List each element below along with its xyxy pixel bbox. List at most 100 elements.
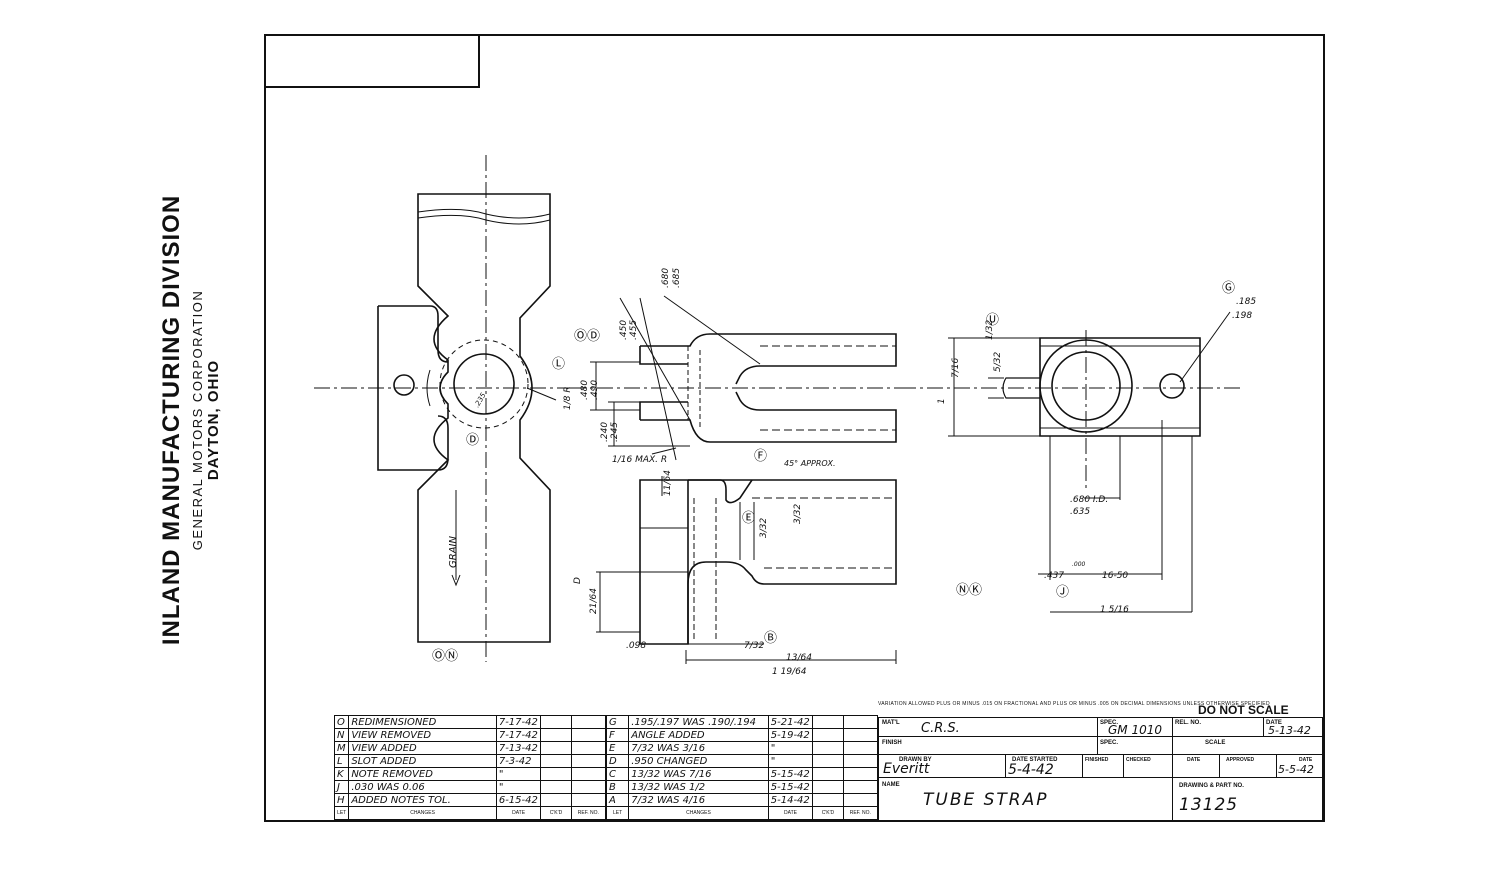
finish-cell: FINISH xyxy=(878,736,1098,755)
revision-ckd xyxy=(540,793,572,807)
revision-row: D.950 CHANGED" xyxy=(605,754,879,768)
dim-450: .450 xyxy=(619,320,629,340)
revision-header-changes: CHANGES xyxy=(628,806,769,820)
revision-change: 13/32 WAS 7/16 xyxy=(628,767,769,781)
matl-label: MAT'L xyxy=(882,720,900,726)
part-no-cell: DRAWING & PART NO. 13125 xyxy=(1172,777,1323,821)
spec-cell: SPEC. GM 1010 xyxy=(1097,717,1173,737)
revision-header-ref: REF. NO. xyxy=(570,806,607,820)
date-started-value: 5-4-42 xyxy=(1008,762,1054,778)
revision-date: 5-15-42 xyxy=(767,767,814,781)
dim-198: .198 xyxy=(1232,311,1252,321)
revision-change: .030 WAS 0.06 xyxy=(348,780,497,794)
marker-od: ⓄⒹ xyxy=(574,329,600,344)
revision-date: 7-17-42 xyxy=(495,728,542,742)
part-no-value: 13125 xyxy=(1179,795,1239,815)
part-no-label: DRAWING & PART NO. xyxy=(1179,783,1244,789)
side-view xyxy=(570,295,910,461)
revision-ref xyxy=(570,767,607,781)
drawn-by-value: Everitt xyxy=(883,761,930,777)
revision-ref xyxy=(570,715,607,729)
revision-header-date: DATE xyxy=(495,806,542,820)
date-started-cell: DATE STARTED 5-4-42 xyxy=(1005,754,1083,778)
marker-nk: ⓃⓀ xyxy=(956,583,982,598)
revision-ltr: G xyxy=(605,715,630,729)
date2-label: DATE xyxy=(1187,757,1201,763)
scale-cell: SCALE xyxy=(1172,736,1323,755)
approved-label: APPROVED xyxy=(1226,757,1255,763)
part-name-value: TUBE STRAP xyxy=(923,790,1049,810)
finish-label: FINISH xyxy=(882,740,902,746)
dim-11-64: 11/64 xyxy=(663,470,673,496)
revision-ckd xyxy=(540,741,572,755)
matl-value: C.R.S. xyxy=(921,721,960,736)
revision-change: .195/.197 WAS .190/.194 xyxy=(628,715,769,729)
dim-3-32-a: 3/32 xyxy=(759,518,769,538)
dim-480: .480 xyxy=(580,380,590,400)
dim-185: .185 xyxy=(1236,297,1256,307)
revision-ckd xyxy=(540,767,572,781)
revision-change: ADDED NOTES TOL. xyxy=(348,793,497,807)
dim-max-r: 1/16 MAX. R xyxy=(612,455,667,465)
dim-thread: 16-50 xyxy=(1102,571,1128,581)
finished-cell: FINISHED xyxy=(1082,754,1124,778)
revision-ltr: C xyxy=(605,767,630,781)
marker-d: Ⓓ xyxy=(466,433,479,448)
revision-ref xyxy=(570,793,607,807)
dim-7-32: 7/32 xyxy=(744,641,764,651)
dim-1: 1 xyxy=(937,398,947,404)
approved-cell: APPROVED xyxy=(1219,754,1277,778)
revision-row: J.030 WAS 0.06" xyxy=(333,780,607,794)
dim-240: .240 xyxy=(600,422,610,442)
dim-635: .635 xyxy=(1070,507,1090,517)
revision-change: NOTE REMOVED xyxy=(348,767,497,781)
revision-date: " xyxy=(495,767,542,781)
end-view xyxy=(900,311,1240,613)
revision-ref xyxy=(842,728,879,742)
revision-ckd xyxy=(812,741,844,755)
revision-date: 7-3-42 xyxy=(495,754,542,768)
date-started-label: DATE STARTED xyxy=(1012,757,1058,763)
revision-date: " xyxy=(767,754,814,768)
checked-cell: CHECKED xyxy=(1123,754,1173,778)
revision-change: 7/32 WAS 4/16 xyxy=(628,793,769,807)
revision-date: 5-21-42 xyxy=(767,715,814,729)
revision-header-date: DATE xyxy=(767,806,814,820)
revision-change: REDIMENSIONED xyxy=(348,715,497,729)
revision-ref xyxy=(842,793,879,807)
revision-header-ckd: C'K'D xyxy=(812,806,844,820)
scale-label: SCALE xyxy=(1205,740,1226,746)
dim-3-32-b: 3/32 xyxy=(793,504,803,524)
marker-e: Ⓔ xyxy=(742,511,755,526)
revision-date: " xyxy=(767,741,814,755)
revision-ref xyxy=(842,715,879,729)
revision-change: SLOT ADDED xyxy=(348,754,497,768)
drawing-sheet-border xyxy=(264,34,1325,822)
title-block: MAT'L C.R.S. SPEC. GM 1010 REL. NO. DATE… xyxy=(878,717,1323,821)
name-label: NAME xyxy=(882,782,900,788)
tolerance-note: VARIATION ALLOWED PLUS OR MINUS .015 ON … xyxy=(878,701,1270,707)
revision-ref xyxy=(570,754,607,768)
revision-date: " xyxy=(495,780,542,794)
revision-date: 5-19-42 xyxy=(767,728,814,742)
revision-date: 5-15-42 xyxy=(767,780,814,794)
front-view xyxy=(596,476,897,664)
marker-g: Ⓖ xyxy=(1222,281,1235,296)
revision-ltr: M xyxy=(333,741,350,755)
finished-label: FINISHED xyxy=(1085,757,1109,763)
revision-ref xyxy=(842,767,879,781)
marker-f: Ⓕ xyxy=(754,449,767,464)
marker-j: Ⓙ xyxy=(1056,585,1069,600)
dim-1-32: 1/32 xyxy=(985,320,995,340)
revision-ckd xyxy=(812,715,844,729)
date-value: 5-13-42 xyxy=(1268,724,1311,737)
marker-l: Ⓛ xyxy=(552,357,565,372)
revision-ckd xyxy=(812,754,844,768)
revision-change: 13/32 WAS 1/2 xyxy=(628,780,769,794)
spec2-label: SPEC. xyxy=(1100,740,1119,746)
revision-ref xyxy=(570,728,607,742)
revision-ltr: J xyxy=(333,780,350,794)
